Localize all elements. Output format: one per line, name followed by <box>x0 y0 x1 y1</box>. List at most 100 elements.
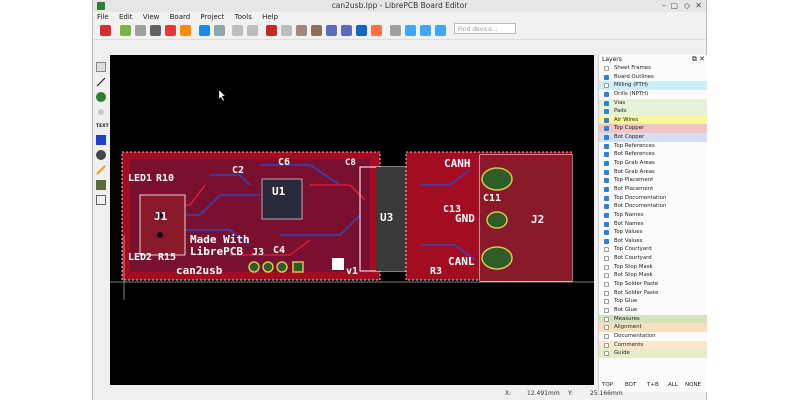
drc-icon[interactable] <box>96 195 106 205</box>
layer-row[interactable]: Comments <box>599 340 707 350</box>
layer-visibility-checkbox[interactable] <box>604 282 609 288</box>
layer-row[interactable]: Bot Courtyard <box>599 254 707 263</box>
layer-row[interactable]: Bot Stop Mask <box>599 271 707 281</box>
layer-visibility-checkbox[interactable] <box>604 204 609 210</box>
layer-visibility-checkbox[interactable] <box>604 117 609 123</box>
new-board-icon[interactable] <box>120 25 131 36</box>
layer-visibility-checkbox[interactable] <box>604 333 609 339</box>
layer-visibility-checkbox[interactable] <box>604 178 609 184</box>
layer-row[interactable]: Air Wires <box>599 115 707 125</box>
layer-visibility-checkbox[interactable] <box>604 66 609 71</box>
float-panel-icon[interactable]: ⧉ <box>691 55 697 63</box>
layer-visibility-checkbox[interactable] <box>604 100 609 106</box>
layer-visibility-checkbox[interactable] <box>604 186 609 192</box>
close-panel-icon[interactable]: ✕ <box>699 55 705 63</box>
flip-icon[interactable] <box>371 25 382 36</box>
restore-icon[interactable]: ◇ <box>683 1 690 10</box>
layer-row[interactable]: Alignment <box>599 323 707 332</box>
zoom-fit-icon[interactable] <box>435 25 446 36</box>
minimize-icon[interactable]: – <box>662 1 666 10</box>
layer-visibility-checkbox[interactable] <box>604 316 609 322</box>
layer-visibility-checkbox[interactable] <box>604 290 609 296</box>
add-hole-icon[interactable] <box>96 150 106 160</box>
layer-visibility-checkbox[interactable] <box>604 264 609 270</box>
close-window-icon[interactable]: ✕ <box>695 1 702 10</box>
layer-row[interactable]: Top References <box>599 141 707 151</box>
rotate-cw-icon[interactable] <box>326 25 337 36</box>
layer-visibility-checkbox[interactable] <box>604 126 609 132</box>
add-via-icon[interactable] <box>96 92 106 102</box>
layer-visibility-checkbox[interactable] <box>604 169 609 175</box>
layer-visibility-checkbox[interactable] <box>604 247 609 253</box>
layer-visibility-checkbox[interactable] <box>604 152 609 158</box>
layers-tb-button[interactable]: T+B <box>647 382 659 388</box>
layer-row[interactable]: Top Glue <box>599 297 707 306</box>
zoom-out-icon[interactable] <box>420 25 431 36</box>
layer-row[interactable]: Bot Grab Areas <box>599 167 707 177</box>
layer-row[interactable]: Top Copper <box>599 124 707 134</box>
board-canvas[interactable]: LED1 R10 J1 LED2 R15 C2 C6 U1 C8 C4 J3 M… <box>110 55 594 385</box>
order-icon[interactable] <box>180 25 191 36</box>
layer-row[interactable]: Guide <box>599 349 707 358</box>
add-text-icon[interactable]: TEXT <box>96 124 109 129</box>
menu-help[interactable]: Help <box>262 13 279 21</box>
find-device-input[interactable]: Find device... <box>454 23 516 34</box>
grid-icon[interactable] <box>390 25 401 36</box>
select-tool-icon[interactable] <box>96 62 106 72</box>
measure-icon[interactable] <box>96 107 106 117</box>
layer-visibility-checkbox[interactable] <box>604 230 609 236</box>
layer-row[interactable]: Top Courtyard <box>599 245 707 255</box>
redo-icon[interactable] <box>247 25 258 36</box>
layer-row[interactable]: Top Values <box>599 228 707 237</box>
layer-visibility-checkbox[interactable] <box>604 351 609 357</box>
save-icon[interactable] <box>135 25 146 36</box>
layer-row[interactable]: Bot Values <box>599 236 707 246</box>
layer-row[interactable]: Bot Solder Paste <box>599 288 707 298</box>
layers-bot-button[interactable]: BOT <box>625 382 637 388</box>
rotate-ccw-icon[interactable] <box>341 25 352 36</box>
draw-line-icon[interactable] <box>96 165 106 175</box>
layer-row[interactable]: Bot Copper <box>599 133 707 142</box>
menu-board[interactable]: Board <box>169 13 191 21</box>
zoom-in-icon[interactable] <box>405 25 416 36</box>
layer-visibility-checkbox[interactable] <box>604 74 609 80</box>
layer-row[interactable]: Milling (PTH) <box>599 81 707 90</box>
layer-row[interactable]: Pads <box>599 107 707 116</box>
layer-row[interactable]: Drills (NPTH) <box>599 89 707 99</box>
layer-visibility-checkbox[interactable] <box>604 109 609 115</box>
layer-visibility-checkbox[interactable] <box>604 299 609 305</box>
add-polygon-icon[interactable] <box>96 135 106 145</box>
mirror-icon[interactable] <box>356 25 367 36</box>
control-panel-icon[interactable] <box>199 25 210 36</box>
layer-visibility-checkbox[interactable] <box>604 325 609 331</box>
menu-project[interactable]: Project <box>200 13 225 21</box>
layer-visibility-checkbox[interactable] <box>604 195 609 201</box>
layer-row[interactable]: Top Names <box>599 210 707 220</box>
cut-icon[interactable] <box>266 25 277 36</box>
copy-icon[interactable] <box>281 25 292 36</box>
layer-visibility-checkbox[interactable] <box>604 161 609 167</box>
layer-visibility-checkbox[interactable] <box>604 307 609 313</box>
layer-visibility-checkbox[interactable] <box>604 273 609 279</box>
layer-visibility-checkbox[interactable] <box>604 83 609 89</box>
layers-none-button[interactable]: NONE <box>685 382 702 388</box>
print-icon[interactable] <box>150 25 161 36</box>
layer-row[interactable]: Top Documentation <box>599 193 707 203</box>
layer-row[interactable]: Top Solder Paste <box>599 280 707 289</box>
add-plane-icon[interactable] <box>96 180 106 190</box>
layer-visibility-checkbox[interactable] <box>604 221 609 227</box>
layer-row[interactable]: Bot Names <box>599 219 707 229</box>
menu-tools[interactable]: Tools <box>234 13 252 21</box>
close-project-icon[interactable] <box>100 25 111 36</box>
layers-all-button[interactable]: ALL <box>668 382 678 388</box>
layers-top-button[interactable]: TOP <box>602 382 614 388</box>
maximize-icon[interactable]: ▢ <box>670 1 678 10</box>
layer-row[interactable]: Bot References <box>599 150 707 160</box>
export-icon[interactable] <box>165 25 176 36</box>
layer-visibility-checkbox[interactable] <box>604 212 609 218</box>
layer-row[interactable]: Measures <box>599 314 707 324</box>
layer-row[interactable]: Vias <box>599 98 707 108</box>
paste-icon[interactable] <box>296 25 307 36</box>
undo-icon[interactable] <box>232 25 243 36</box>
delete-icon[interactable] <box>311 25 322 36</box>
